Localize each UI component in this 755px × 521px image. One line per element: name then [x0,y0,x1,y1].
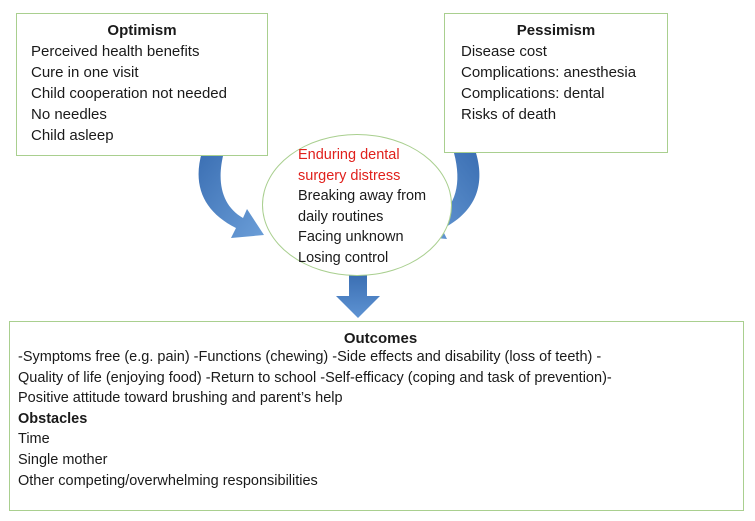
outcomes-line: Positive attitude toward brushing and pa… [18,390,343,407]
optimism-item: Child asleep [31,127,114,144]
center-item: daily routines [298,208,384,225]
outcomes-title: Outcomes [343,330,418,347]
optimism-title: Optimism [107,22,177,39]
obstacle-item: Other competing/overwhelming responsibil… [18,472,318,489]
distress-heading: Enduring dental [298,147,400,163]
center-item: Facing unknown [298,229,404,245]
distress-heading: surgery distress [298,167,401,184]
pessimism-title: Pessimism [516,22,596,39]
pessimism-item: Risks of death [461,106,557,123]
center-item: Breaking away from [298,188,427,204]
center-ellipse: Enduring dental surgery distress Breakin… [262,134,452,276]
optimism-item: Cure in one visit [31,64,139,81]
left-curved-arrow [198,152,264,238]
optimism-item: Perceived health benefits [31,43,200,60]
outcomes-line: -Symptoms free (e.g. pain) -Functions (c… [18,349,602,365]
obstacle-item: Single mother [18,451,108,468]
optimism-item: No needles [31,106,107,123]
center-item: Losing control [298,249,389,266]
obstacles-title: Obstacles [18,410,88,427]
pessimism-item: Complications: anesthesia [461,64,637,81]
pessimism-item: Disease cost [461,43,547,60]
outcomes-box: Outcomes -Symptoms free (e.g. pain) -Fun… [9,321,744,511]
optimism-item: Child cooperation not needed [31,85,227,102]
obstacle-item: Time [18,431,50,448]
down-arrow [336,275,380,318]
optimism-box: Optimism Perceived health benefits Cure … [16,13,268,156]
pessimism-box: Pessimism Disease cost Complications: an… [444,13,668,153]
pessimism-item: Complications: dental [461,85,605,102]
outcomes-line: Quality of life (enjoying food) -Return … [18,369,612,386]
